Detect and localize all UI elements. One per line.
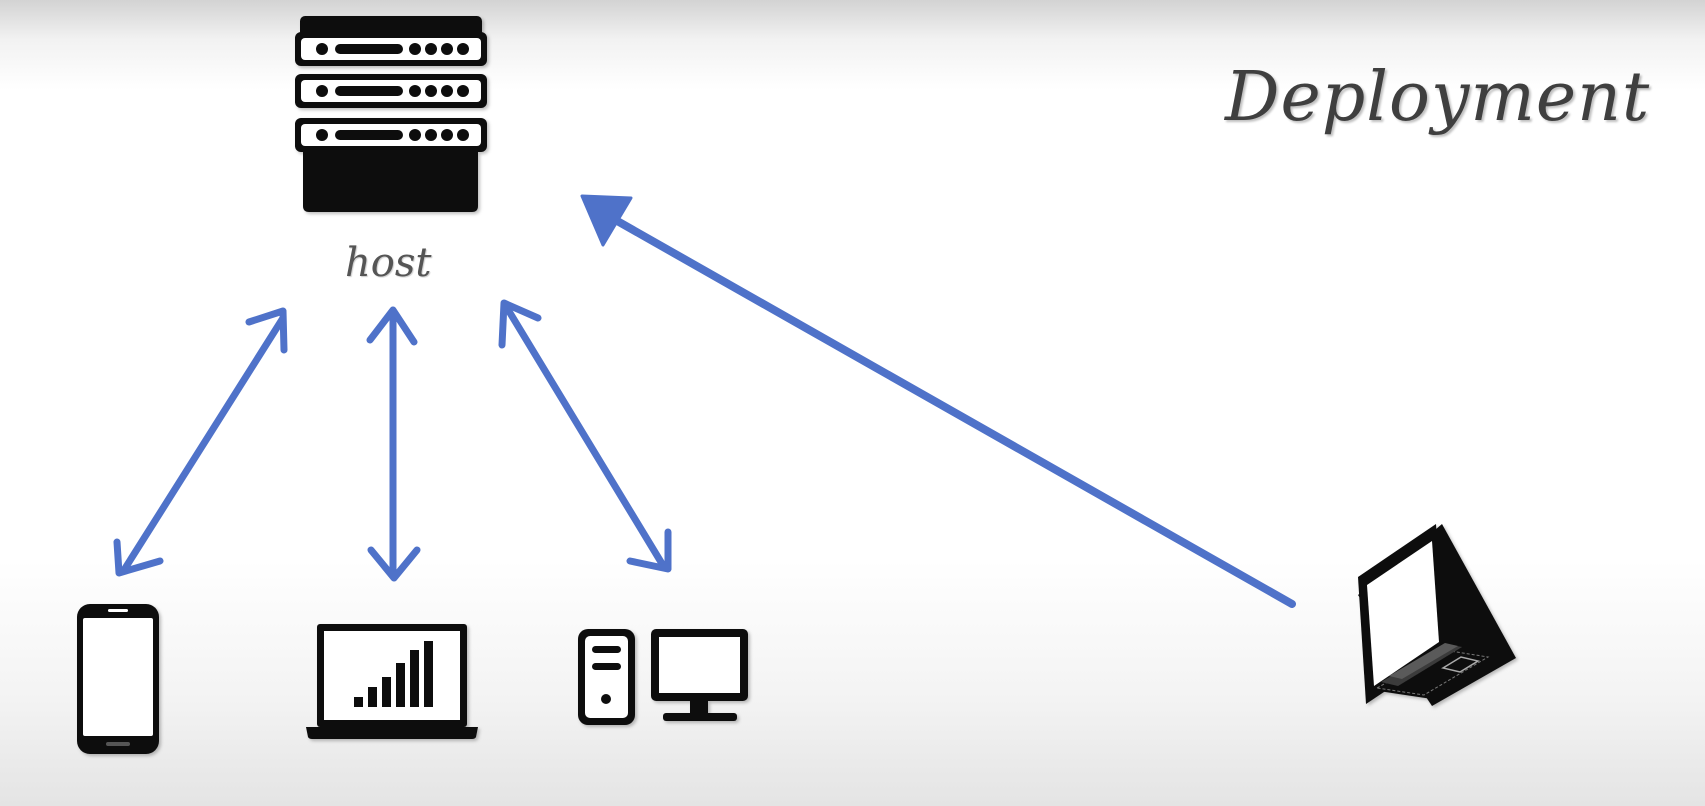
arrows xyxy=(113,194,1296,608)
laptop-icon xyxy=(1358,524,1516,706)
arrow-developer-laptop-host xyxy=(580,194,1296,608)
desktop-computer-icon xyxy=(578,629,748,725)
server-rack-icon xyxy=(295,16,487,212)
diagram-title: Deployment xyxy=(1225,58,1651,137)
laptop-chart-icon xyxy=(306,624,478,739)
host-label: host xyxy=(345,240,432,286)
smartphone-icon xyxy=(77,604,159,754)
arrow-desktop-host xyxy=(498,299,672,573)
arrow-analytics-laptop-host xyxy=(366,306,421,582)
arrow-phone-host xyxy=(113,307,288,577)
